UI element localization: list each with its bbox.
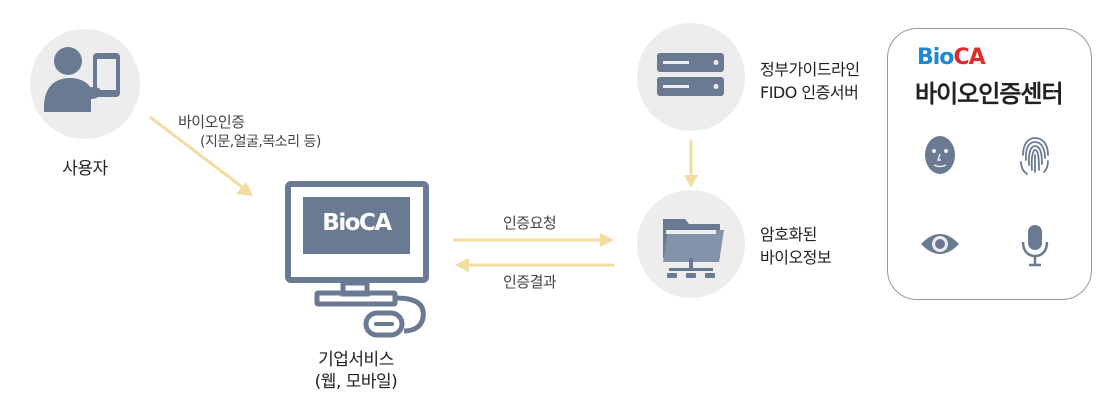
fingerprint-icon (1020, 137, 1049, 175)
monitor-mouse-icon (285, 181, 429, 338)
folder-network-icon (663, 219, 724, 278)
arrow-auth-result (455, 258, 614, 272)
gov-guideline-label: 정부가이드라인 (760, 60, 860, 79)
brand-bio-text: Bio (917, 45, 954, 70)
brand-ca-text: CA (953, 45, 985, 70)
encrypted-label: 암호화된 (760, 225, 817, 244)
enterprise-platforms-label: (웹, 모바일) (314, 372, 398, 392)
bioca-center-panel (887, 28, 1092, 300)
bio-info-label: 바이오정보 (760, 248, 832, 267)
bioca-center-title: 바이오인증센터 (915, 80, 1064, 108)
arrow-server-to-folder (684, 140, 698, 188)
microphone-icon (1021, 225, 1049, 267)
bio-auth-methods: (지문,얼굴,목소리 등) (200, 134, 321, 150)
arrow-user-to-enterprise (149, 115, 253, 196)
user-label: 사용자 (62, 159, 108, 179)
fido-server-label: FIDO 인증서버 (760, 83, 859, 102)
auth-request-label: 인증요청 (503, 214, 557, 232)
server-icon (657, 53, 724, 96)
enterprise-service-label: 기업서비스 (318, 350, 394, 370)
bio-auth-label: 바이오인증 (178, 113, 245, 131)
arrow-auth-request (453, 233, 614, 247)
monitor-screen-text: BioCA (322, 210, 392, 236)
auth-result-label: 인증결과 (503, 273, 557, 291)
face-icon (925, 136, 955, 174)
bioca-brand-logo: BioCA (917, 45, 986, 70)
user-phone-icon (44, 47, 120, 112)
eye-icon (921, 234, 959, 254)
